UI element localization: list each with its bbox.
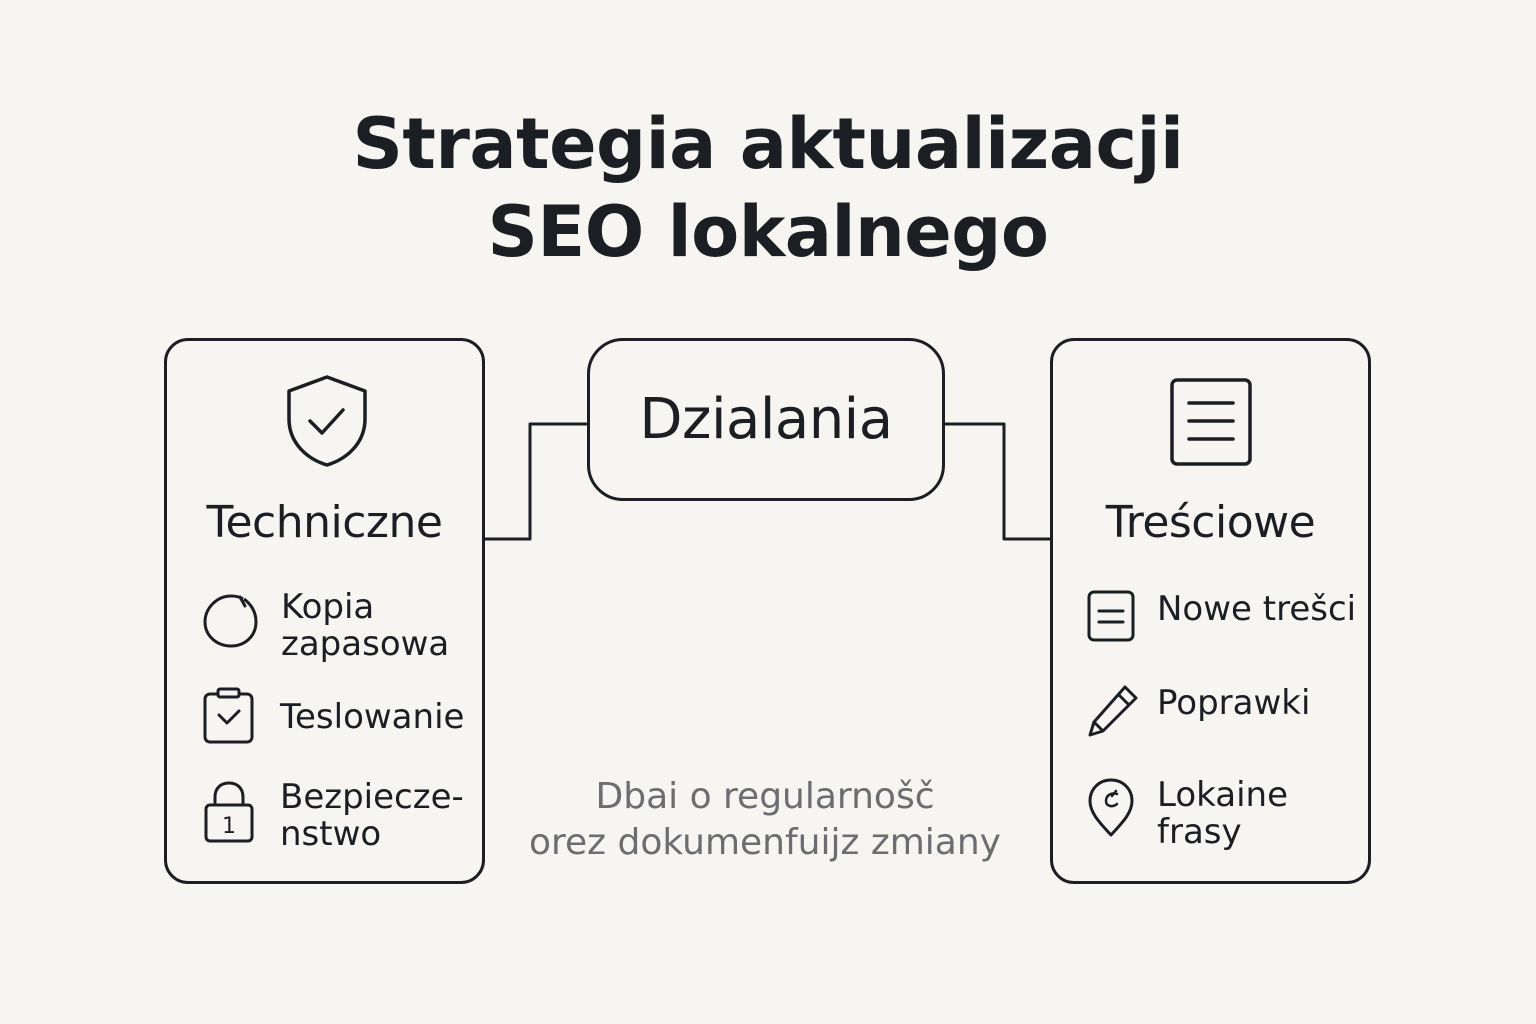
title-line-2: SEO lokalnego — [487, 191, 1050, 273]
footnote-text: Dbai o regularnošč orez dokumenfuijz zmi… — [500, 774, 1030, 866]
location-pin-icon — [1088, 778, 1134, 837]
document-lines-icon — [1087, 590, 1135, 642]
title-line-1: Strategia aktualizacji — [352, 103, 1184, 185]
footnote-line-1: Dbai o regularnošč — [595, 776, 935, 817]
lock-icon: 1 — [204, 781, 254, 843]
list-item-new-content: Nowe trešci — [1086, 589, 1356, 643]
list-item-corrections: Poprawki — [1086, 683, 1310, 739]
list-item-testing: Teslowanie — [202, 687, 464, 745]
document-icon — [1170, 378, 1252, 466]
technical-card: Techniczne Kopia zapasowa Teslowanie 1 B… — [164, 338, 485, 884]
list-item-local-phrases: Lokaine frasy — [1086, 777, 1288, 851]
list-item-label: Bezpiecze- nstwo — [280, 777, 464, 854]
shield-check-icon — [287, 375, 367, 467]
diagram-title: Strategia aktualizacji SEO lokalnego — [0, 100, 1536, 276]
circle-icon — [203, 594, 258, 648]
list-item-security: 1 Bezpiecze- nstwo — [202, 779, 464, 853]
connector-left — [485, 422, 587, 541]
technical-card-title: Techniczne — [206, 497, 443, 548]
list-item-label: Teslowanie — [280, 697, 465, 737]
connector-right — [945, 422, 1050, 541]
list-item-backup: Kopia zapasowa — [200, 589, 449, 663]
clipboard-check-icon — [203, 687, 254, 744]
list-item-label: Nowe trešci — [1157, 589, 1357, 629]
svg-text:1: 1 — [222, 814, 236, 839]
center-node: Dzialania — [587, 338, 945, 501]
content-card-title: Treściowe — [1105, 497, 1316, 548]
center-node-label: Dzialania — [639, 387, 893, 452]
list-item-label: Lokaine frasy — [1157, 775, 1288, 852]
list-item-label: Poprawki — [1157, 683, 1311, 723]
content-card: Treściowe Nowe trešci Poprawki Lokaine f… — [1050, 338, 1371, 884]
footnote-line-2: orez dokumenfuijz zmiany — [529, 822, 1001, 863]
list-item-label: Kopia zapasowa — [281, 587, 450, 664]
pencil-icon — [1088, 685, 1138, 737]
